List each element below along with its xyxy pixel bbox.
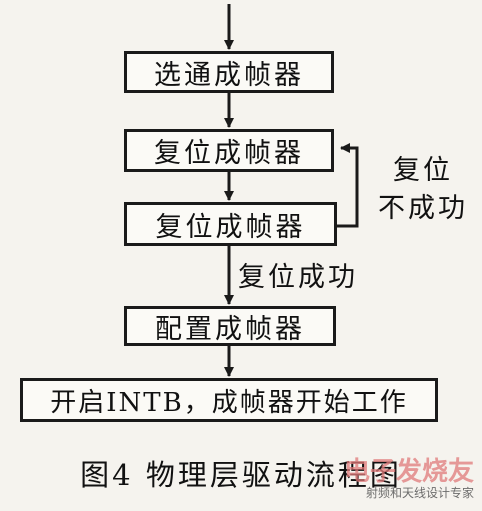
figure-caption: 图4 物理层驱动流程图 (80, 458, 402, 492)
step-configure-framer-label: 配置成帧器 (155, 313, 305, 345)
watermark: 电子发烧友 射频和天线设计专家 (344, 458, 474, 500)
step-reset-framer-retry-label: 复位成帧器 (155, 211, 306, 243)
reset-failed-line2: 不成功 (378, 193, 468, 224)
step-enable-intb-label: 开启INTB，成帧器开始工作 (50, 387, 408, 418)
step-select-framer: 选通成帧器 (124, 51, 334, 93)
reset-success-label: 复位成功 (238, 262, 358, 293)
reset-failed-line1: 复位 (393, 155, 453, 186)
step-enable-intb: 开启INTB，成帧器开始工作 (20, 378, 438, 422)
step-reset-framer: 复位成帧器 (124, 129, 334, 172)
retry-loop-arrow (337, 143, 359, 228)
step-configure-framer: 配置成帧器 (124, 306, 336, 346)
step-reset-framer-label: 复位成帧器 (154, 138, 304, 169)
step-reset-framer-retry: 复位成帧器 (124, 202, 337, 246)
reset-failed-label: 复位 不成功 (378, 152, 468, 228)
watermark-subtitle: 射频和天线设计专家 (365, 485, 474, 500)
step-select-framer-label: 选通成帧器 (154, 59, 304, 91)
watermark-brand: 电子发烧友 (343, 457, 474, 487)
